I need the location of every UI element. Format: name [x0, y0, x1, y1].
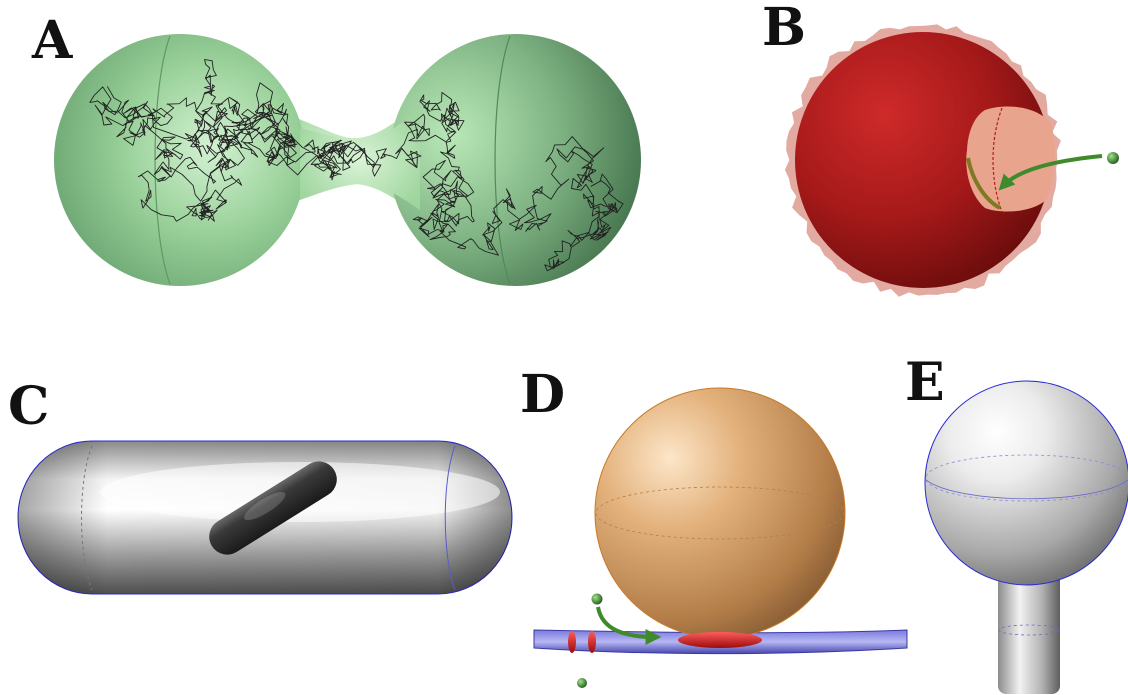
- panel-b: B: [762, 0, 1119, 297]
- contact-channel: [678, 632, 762, 648]
- transport-arrow: [596, 606, 662, 645]
- panel-a: A: [31, 10, 641, 286]
- panel-d-label: D: [520, 364, 565, 425]
- gray-sphere: [924, 380, 1128, 586]
- particle-bead: [1107, 152, 1119, 164]
- panel-e: E: [905, 352, 1128, 694]
- rod-particle: [209, 461, 337, 555]
- dumbbell-membrane: [54, 34, 641, 286]
- trajectory-trace: [966, 157, 1002, 210]
- particle-bead-above: [591, 593, 603, 605]
- patch-meridian-dashed: [992, 107, 1003, 213]
- pink-absorbing-patch: [966, 106, 1055, 212]
- random-walk-trajectory: [89, 59, 624, 272]
- stem-cylinder: [998, 560, 1060, 694]
- panel-c: C: [8, 376, 513, 595]
- right-sphere: [389, 34, 641, 286]
- tan-equator: [595, 486, 845, 540]
- red-sphere: [795, 32, 1051, 288]
- panel-b-label: B: [762, 0, 806, 58]
- ion-channel-2: [588, 631, 596, 653]
- panel-c-label: C: [8, 376, 49, 437]
- panel-a-label: A: [31, 10, 73, 71]
- tan-sphere: [594, 387, 846, 639]
- capsule-left-seam: [81, 445, 93, 591]
- left-meridian: [154, 35, 171, 285]
- capsule-right-seam: [444, 445, 456, 591]
- capture-arrow: [998, 154, 1103, 191]
- ion-channel-1: [568, 631, 576, 653]
- panel-e-label: E: [905, 352, 945, 413]
- left-sphere: [54, 34, 306, 286]
- panel-d: D: [520, 364, 908, 688]
- particle-bead-below: [577, 678, 587, 688]
- neck-overlay: [300, 110, 420, 210]
- sphere-equator-front: [925, 479, 1128, 500]
- right-meridian: [494, 35, 511, 285]
- stem-seam: [998, 624, 1060, 636]
